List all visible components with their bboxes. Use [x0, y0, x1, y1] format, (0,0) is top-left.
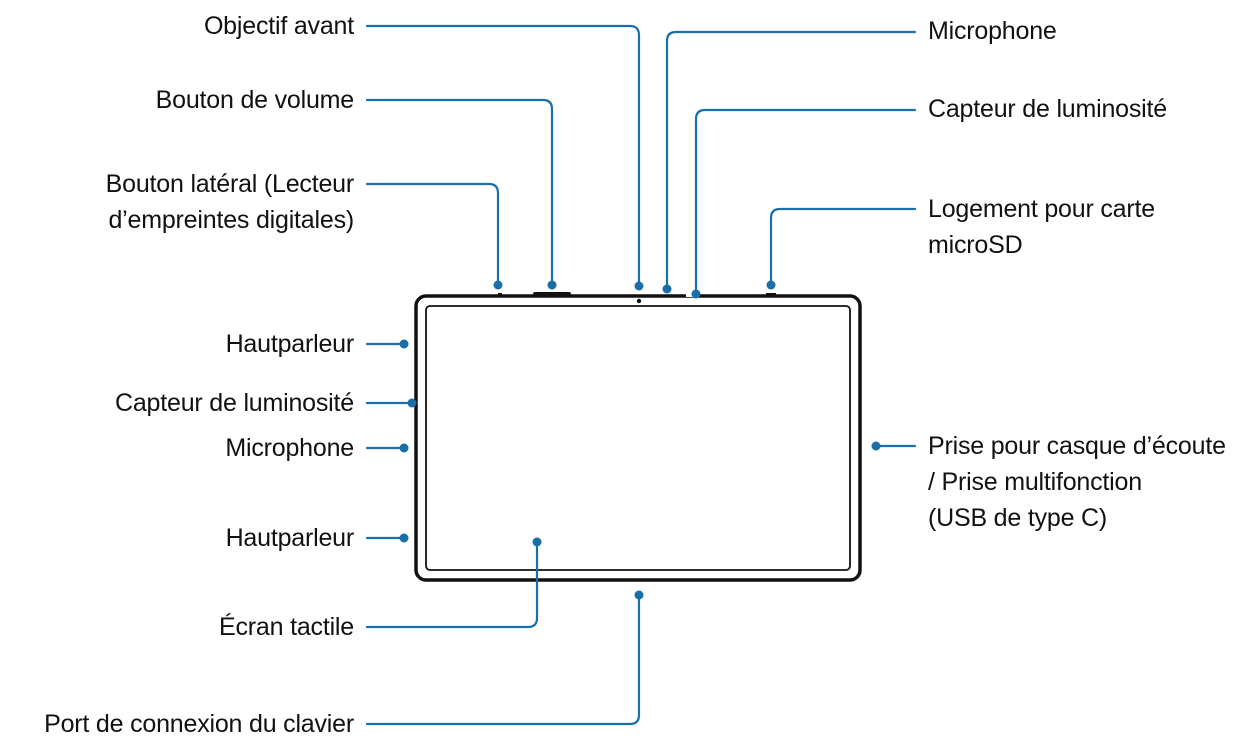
- leader-bouton-lateral: [365, 182, 500, 286]
- dot-port-clavier: [634, 590, 644, 600]
- dot-microphone-haut: [662, 284, 672, 294]
- dot-ecran-tactile: [532, 537, 542, 547]
- volume-button: [533, 292, 571, 297]
- label-logement-line1: Logement pour carte: [928, 195, 1155, 223]
- dot-prise: [871, 441, 881, 451]
- label-capteur-haut: Capteur de luminosité: [928, 95, 1167, 123]
- dot-objectif-avant: [634, 281, 644, 291]
- side-button-mark: [498, 293, 502, 296]
- label-bouton-lateral-line1: Bouton latéral (Lecteur: [105, 170, 355, 198]
- dot-logement: [766, 280, 776, 290]
- label-objectif-avant: Objectif avant: [203, 12, 354, 40]
- leader-ecran-tactile: [365, 541, 539, 629]
- dot-microphone-gauche: [399, 443, 409, 453]
- tablet-screen: [425, 305, 851, 571]
- leader-logement: [769, 207, 917, 286]
- dot-bouton-lateral: [493, 280, 503, 290]
- leader-microphone-haut: [665, 30, 917, 288]
- label-microphone-gauche: Microphone: [225, 434, 354, 462]
- dot-hautparleur-bas: [399, 533, 409, 543]
- label-bouton-lateral: Bouton latéral (Lecteur d’empreintes dig…: [105, 166, 355, 238]
- label-microphone-haut: Microphone: [928, 17, 1057, 45]
- leader-port-clavier: [365, 594, 641, 726]
- label-ecran-tactile: Écran tactile: [219, 613, 354, 641]
- label-prise: Prise pour casque d’écoute / Prise multi…: [928, 428, 1226, 536]
- label-logement-line2: microSD: [928, 231, 1023, 259]
- dot-bouton-volume: [547, 280, 557, 290]
- leader-bouton-volume: [365, 98, 554, 286]
- label-capteur-gauche: Capteur de luminosité: [115, 389, 354, 417]
- dot-capteur-haut: [691, 289, 701, 299]
- label-port-clavier: Port de connexion du clavier: [44, 710, 354, 738]
- leader-objectif-avant: [365, 24, 641, 286]
- microsd-slot-mark: [766, 293, 776, 296]
- label-bouton-volume: Bouton de volume: [155, 86, 355, 114]
- dot-capteur-gauche: [407, 398, 417, 408]
- label-bouton-lateral-line2: d’empreintes digitales): [108, 206, 354, 234]
- label-hautparleur-bas: Hautparleur: [225, 524, 355, 552]
- front-camera: [636, 298, 642, 304]
- label-hautparleur-haut: Hautparleur: [225, 330, 355, 358]
- dot-hautparleur-haut: [399, 339, 409, 349]
- label-prise-line2: / Prise multifonction: [928, 468, 1142, 496]
- label-logement: Logement pour carte microSD: [928, 191, 1155, 263]
- label-prise-line1: Prise pour casque d’écoute: [928, 432, 1226, 460]
- leader-capteur-haut: [694, 108, 917, 294]
- label-prise-line3: (USB de type C): [928, 504, 1108, 532]
